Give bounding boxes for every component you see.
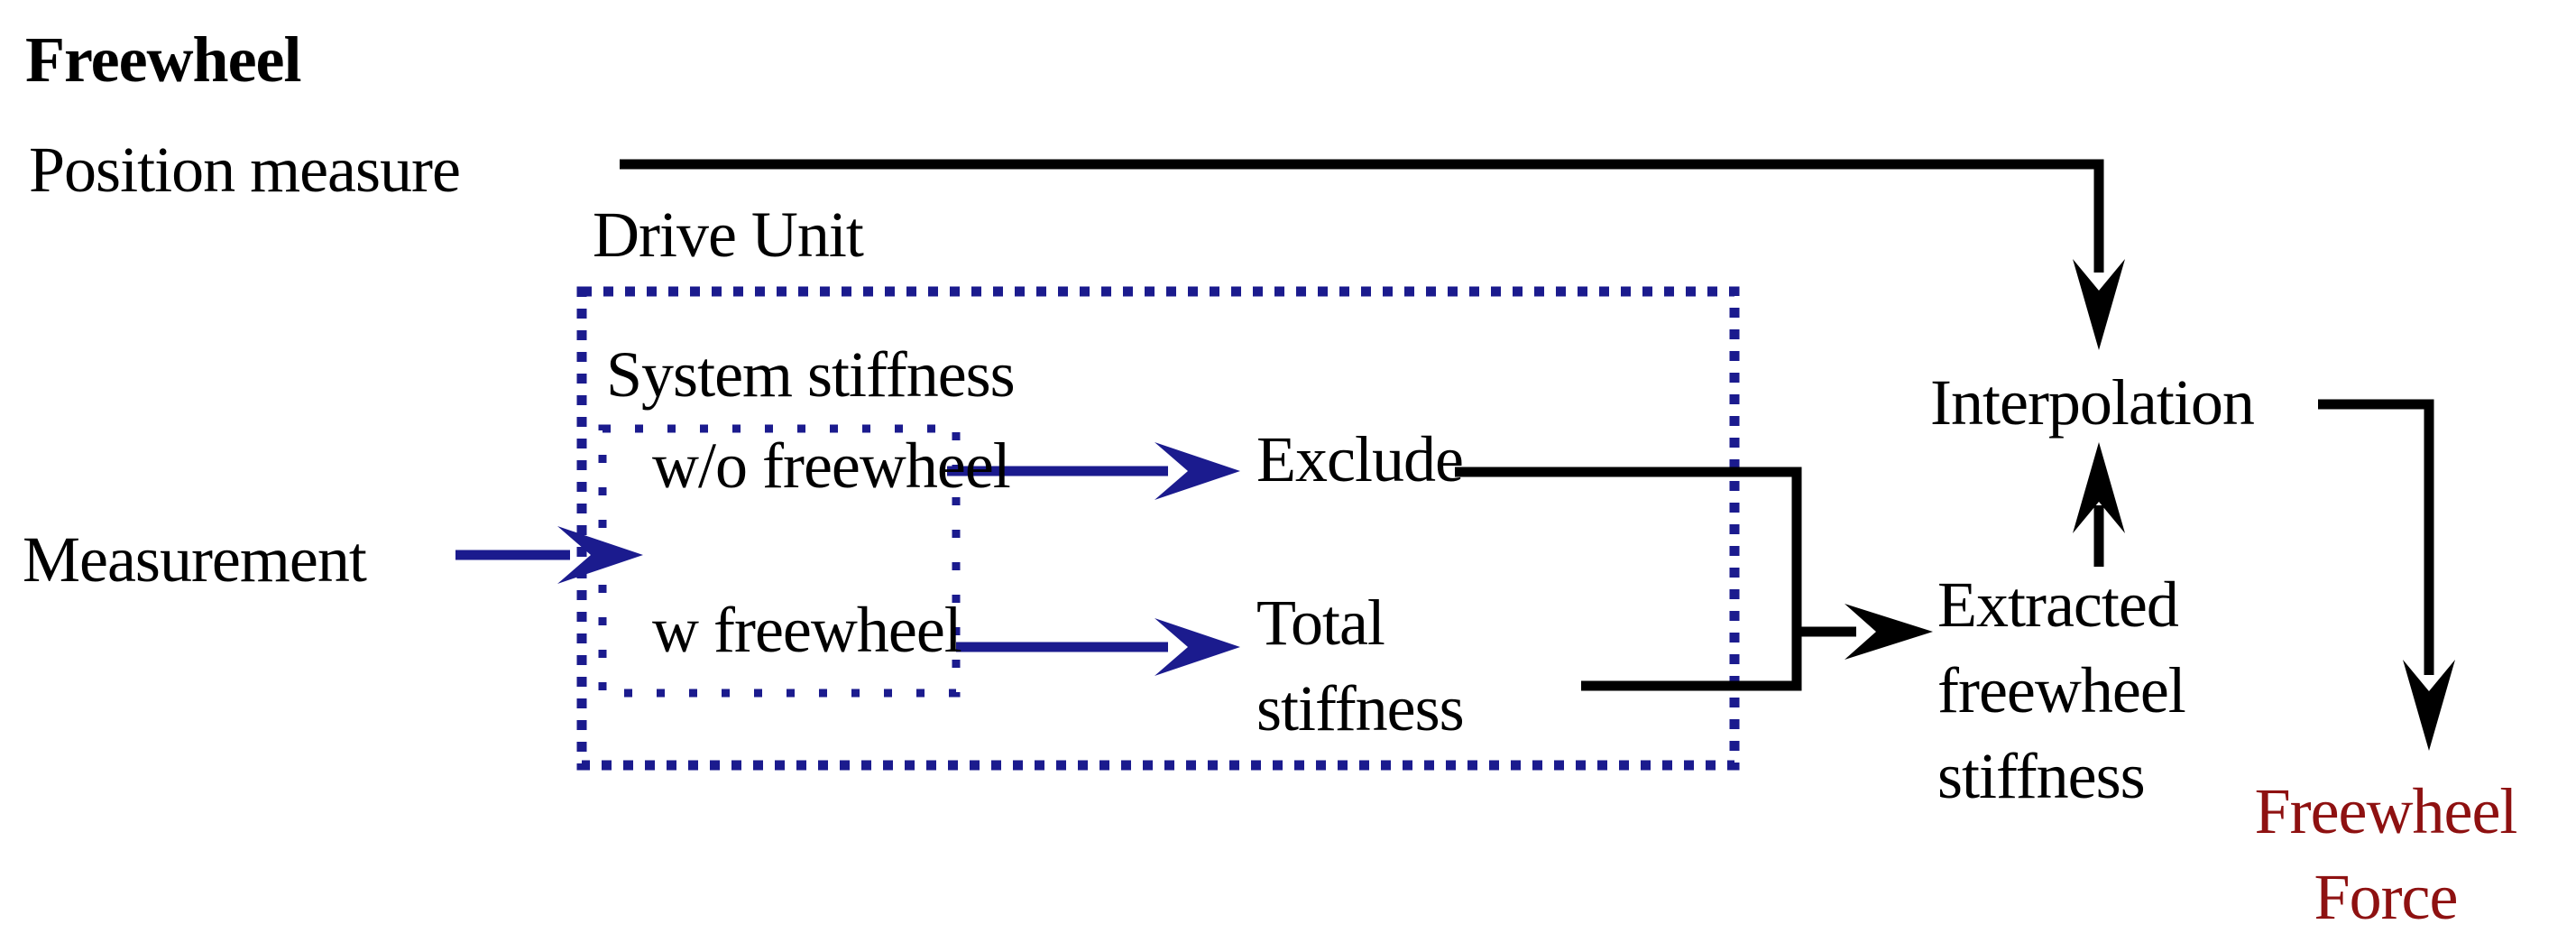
interpolation-to-force-connector	[2318, 399, 2434, 675]
exclude-total-merge-connector	[1455, 467, 1802, 691]
node-freewheel-force: Freewheel Force	[2254, 775, 2518, 934]
without-freewheel-arrowhead-icon	[1155, 442, 1240, 500]
node-with-freewheel: w freewheel	[652, 594, 962, 666]
position-measure-arrowhead-icon	[2073, 259, 2125, 350]
extracted-to-interpolation-arrowhead-icon	[2073, 442, 2125, 533]
diagram-title: Freewheel	[25, 23, 302, 96]
node-exclude: Exclude	[1256, 423, 1464, 495]
with-freewheel-arrowhead-icon	[1155, 618, 1240, 676]
extracted-arrowhead-icon	[1845, 604, 1933, 660]
node-drive-unit: Drive Unit	[593, 199, 864, 271]
position-measure-connector	[620, 159, 2104, 273]
node-measurement: Measurement	[23, 523, 367, 596]
drive-unit-dotted-box	[576, 286, 1740, 771]
measurement-arrowhead-icon	[557, 526, 643, 584]
node-extracted-freewheel-stiffness: Extracted freewheel stiffness	[1937, 569, 2186, 813]
node-system-stiffness: System stiffness	[606, 338, 1016, 411]
interpolation-to-force-arrowhead-icon	[2403, 660, 2455, 751]
node-position-measure: Position measure	[29, 134, 461, 206]
node-without-freewheel: w/o freewheel	[652, 430, 1011, 502]
node-interpolation: Interpolation	[1930, 366, 2255, 439]
node-total-stiffness: Total stiffness	[1256, 587, 1465, 745]
